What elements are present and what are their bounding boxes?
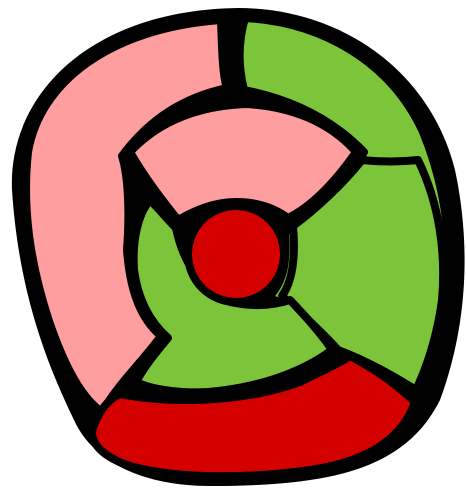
center-region[interactable] [188,206,284,302]
